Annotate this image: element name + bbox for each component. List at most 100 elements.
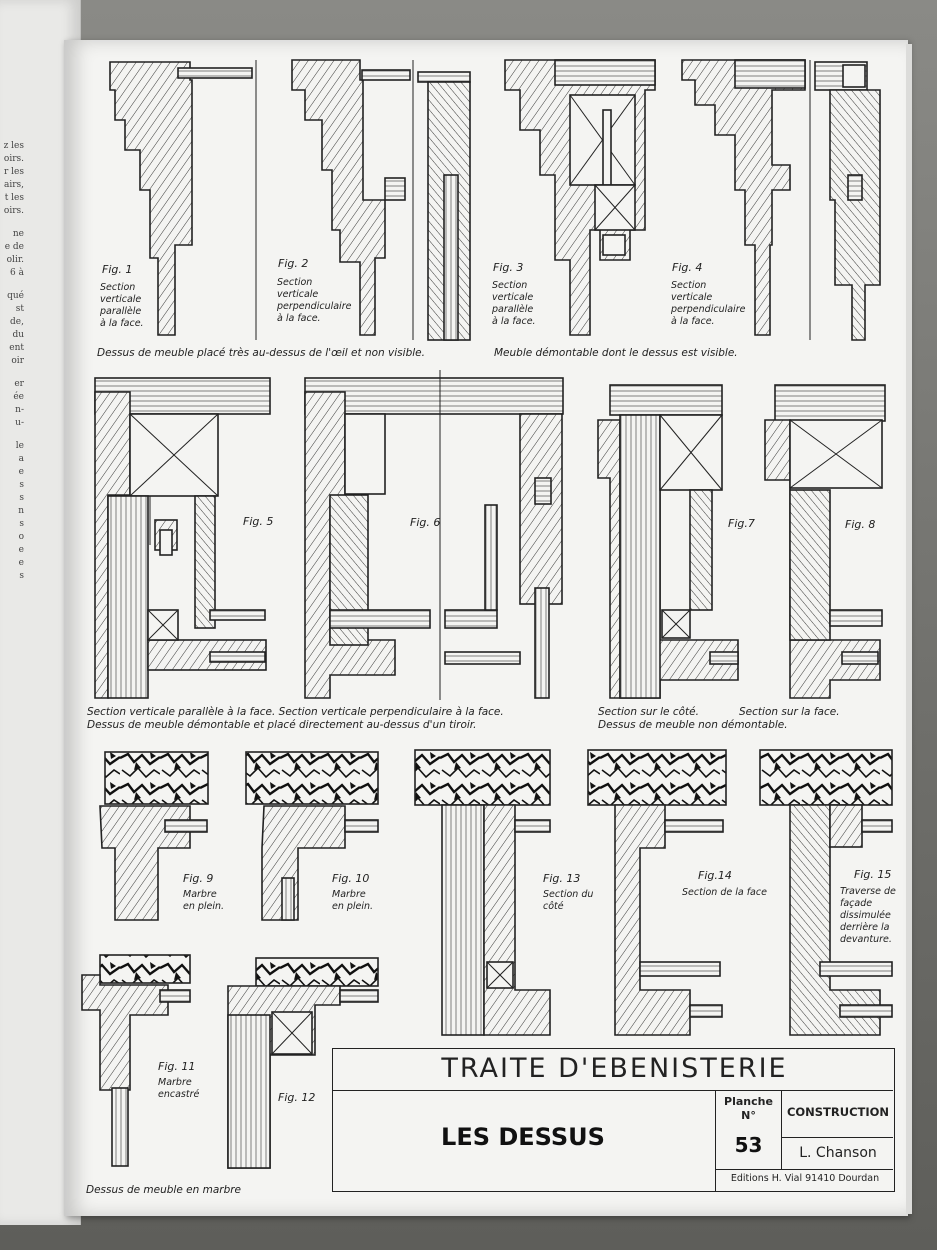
publisher: Editions H. Vial 91410 Dourdan <box>730 1173 880 1184</box>
left-page-text-line: s <box>19 493 24 503</box>
left-page-text-line: r les <box>4 167 24 177</box>
fig3-desc-line: à la face. <box>492 316 536 327</box>
row2-right-caption-1: Section sur le côté. Section sur la face… <box>598 706 840 718</box>
left-page-text-line: n- <box>15 405 24 415</box>
fig14-desc-line: Section de la face <box>682 887 767 898</box>
fig15-desc-line: Traverse de <box>840 886 896 897</box>
fig15-desc-line: dissimulée <box>840 910 891 921</box>
fig15-desc: Traverse de façade dissimulée derrière l… <box>840 886 896 946</box>
planche-number: 53 <box>734 1133 763 1157</box>
section-label: CONSTRUCTION <box>786 1105 890 1119</box>
fig3-desc-line: verticale <box>492 292 534 303</box>
fig14-desc: Section de la face <box>682 887 767 899</box>
left-page-text-line: du <box>12 330 24 340</box>
left-page-text-line: olir. <box>6 255 24 265</box>
title-block: TRAITE D'EBENISTERIE LES DESSUS Planche … <box>332 1048 895 1192</box>
fig10-desc-line: Marbre <box>332 889 366 900</box>
fig1-label: Fig. 1 <box>102 263 133 276</box>
fig12-label: Fig. 12 <box>278 1091 316 1104</box>
row1-drawings <box>109 59 881 341</box>
left-page-text-line: z les <box>3 141 24 151</box>
planche-label-text: Planche <box>724 1095 773 1108</box>
fig13-desc-line: Section du <box>543 889 594 900</box>
fig2-desc-line: Section <box>277 277 313 288</box>
fig9-desc: Marbre en plein. <box>183 889 224 913</box>
left-page-text-line: qué <box>7 291 24 301</box>
fig2-label: Fig. 2 <box>278 257 309 270</box>
title-divider <box>333 1090 893 1091</box>
fig15-desc-line: devanture. <box>840 934 892 945</box>
number-label-text: N° <box>741 1109 756 1122</box>
left-page-text-line: de, <box>10 317 24 327</box>
fig11-label: Fig. 11 <box>158 1060 196 1073</box>
fig4-desc-line: à la face. <box>671 316 715 327</box>
row2-right-caption-2: Dessus de meuble non démontable. <box>598 719 788 731</box>
fig13-desc-line: côté <box>543 901 564 912</box>
fig4-label: Fig. 4 <box>672 261 703 274</box>
row3-marble-drawings <box>81 749 893 1169</box>
fig9-desc-line: Marbre <box>183 889 217 900</box>
fig10-desc: Marbre en plein. <box>332 889 373 913</box>
fig9-desc-line: en plein. <box>183 901 225 912</box>
row1-right-caption: Meuble démontable dont le dessus est vis… <box>494 347 738 359</box>
plate-subtitle: LES DESSUS <box>441 1123 605 1151</box>
fig1-desc-line: parallèle <box>100 306 142 317</box>
left-page-text-line: e <box>18 467 24 477</box>
left-page-text-line: s <box>19 571 24 581</box>
left-page-text-line: o <box>18 532 24 542</box>
title-divider <box>782 1137 893 1138</box>
fig11-desc: Marbre encastré <box>158 1077 199 1101</box>
left-page-text-line: st <box>15 304 24 314</box>
left-page-text-line: ée <box>13 392 24 402</box>
planche-label: Planche N° <box>716 1095 781 1123</box>
fig1-desc-line: verticale <box>100 294 142 305</box>
fig2-desc-line: verticale <box>277 289 319 300</box>
left-page-text-line: airs, <box>3 180 24 190</box>
left-page-text-line: 6 à <box>10 268 24 278</box>
left-page-text-line: s <box>19 519 24 529</box>
fig3-desc: Section verticale parallèle à la face. <box>492 280 536 328</box>
fig2-desc-line: à la face. <box>277 313 321 324</box>
left-page-text-line: er <box>14 379 24 389</box>
row1-left-caption: Dessus de meuble placé très au-dessus de… <box>97 347 425 359</box>
fig5-label: Fig. 5 <box>243 515 274 528</box>
fig9-label: Fig. 9 <box>183 872 214 885</box>
row2-left-caption-2: Dessus de meuble démontable et placé dir… <box>87 719 477 731</box>
left-page-text-line: oir <box>11 356 24 366</box>
left-page-text-line: e <box>18 558 24 568</box>
left-page-text-line: oirs. <box>3 206 24 216</box>
left-page-text-line: u- <box>15 418 24 428</box>
title-divider <box>716 1169 893 1170</box>
fig4-desc: Section verticale perpendiculaire à la f… <box>671 280 745 328</box>
fig11-desc-line: encastré <box>158 1089 200 1100</box>
bottom-left-caption: Dessus de meuble en marbre <box>86 1184 242 1196</box>
title-divider <box>715 1090 716 1191</box>
fig1-desc-line: Section <box>100 282 136 293</box>
left-page-text-line: ent <box>9 343 24 353</box>
fig4-desc-line: Section <box>671 280 707 291</box>
fig3-label: Fig. 3 <box>493 261 524 274</box>
fig4-desc-line: perpendiculaire <box>671 304 746 315</box>
left-page-text-line: t les <box>4 193 24 203</box>
left-page-text-line: le <box>15 441 24 451</box>
left-page-text-line: n <box>18 506 24 516</box>
fig8-label: Fig. 8 <box>845 518 876 531</box>
fig2-desc-line: perpendiculaire <box>277 301 352 312</box>
fig14-label: Fig.14 <box>698 869 732 882</box>
plate-edge <box>906 44 912 1214</box>
fig15-desc-line: façade <box>840 898 873 909</box>
fig1-desc-line: à la face. <box>100 318 144 329</box>
left-page-text-line: e <box>18 545 24 555</box>
fig1-desc: Section verticale parallèle à la face. <box>100 282 144 330</box>
author: L. Chanson <box>799 1145 877 1161</box>
fig6-label: Fig. 6 <box>410 516 441 529</box>
fig10-label: Fig. 10 <box>332 872 370 885</box>
fig15-label: Fig. 15 <box>854 868 892 881</box>
fig7-label: Fig.7 <box>728 517 755 530</box>
plate-title: TRAITE D'EBENISTERIE <box>441 1053 788 1084</box>
row2-left-caption-1: Section verticale parallèle à la face. S… <box>87 706 504 718</box>
left-page-text-line: e de <box>4 242 24 252</box>
left-page-text-line: a <box>18 454 24 464</box>
